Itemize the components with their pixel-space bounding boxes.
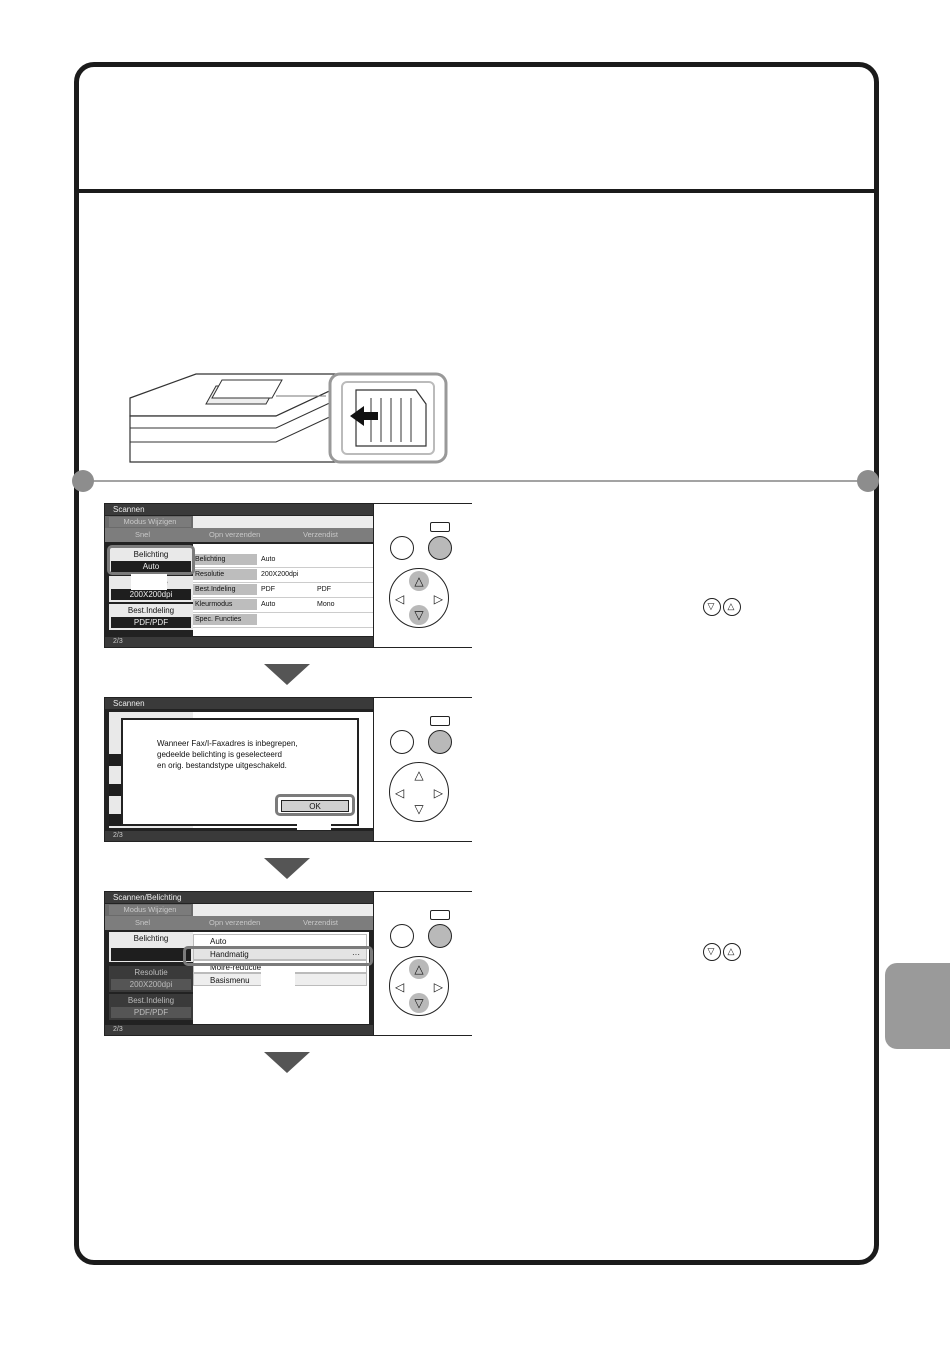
lcd-screen: Scannen/Belichting Modus Wijzigen Snel O… [105, 892, 373, 1035]
resolution-button[interactable]: Resolutie 200X200dpi [109, 966, 193, 992]
lcd-screen: Scannen Wanneer Fax/I-Faxadres is inbegr… [105, 698, 373, 841]
exposure-highlight [107, 545, 195, 575]
arrow-pad: △ ▽ ◁ ▷ [389, 568, 449, 628]
exposure-button[interactable]: Belichting Auto [109, 548, 193, 574]
send-list-tab[interactable]: Verzendist [303, 918, 339, 927]
flow-arrow-icon [264, 1052, 310, 1073]
left-arrow-icon[interactable]: ◁ [395, 786, 405, 800]
up-arrow-icon[interactable]: △ [414, 768, 424, 782]
lcd-header: Scannen [105, 504, 373, 515]
left-arrow-icon[interactable]: ◁ [395, 980, 405, 994]
lcd-header: Scannen [105, 698, 373, 709]
down-arrow-icon[interactable]: ▽ [409, 605, 429, 625]
send-list-tab[interactable]: Verzendist [303, 530, 339, 539]
down-arrow-icon[interactable]: ▽ [409, 993, 429, 1013]
dialog-message: Wanneer Fax/I-Faxadres is inbegrepen, ge… [157, 739, 298, 770]
file-format-button[interactable]: Best.Indeling PDF/PDF [109, 994, 193, 1020]
right-arrow-icon[interactable]: ▷ [433, 980, 443, 994]
ok-key[interactable] [428, 924, 452, 948]
title-rule [79, 189, 874, 193]
back-key[interactable] [390, 730, 414, 754]
down-arrow-icon: ▽ [703, 943, 721, 961]
panel-step-1: Scannen Modus Wijzigen Snel Opn verzende… [104, 503, 472, 648]
ok-key[interactable] [428, 730, 452, 754]
small-key[interactable] [430, 716, 450, 726]
down-arrow-icon[interactable]: ▽ [414, 802, 424, 816]
table-row: Spec. Functies [193, 612, 373, 628]
page-indicator: 2/3 [105, 831, 373, 841]
up-arrow-icon: △ [723, 598, 741, 616]
page-indicator: 2/3 [105, 1025, 373, 1035]
small-key[interactable] [430, 522, 450, 532]
exposure-button[interactable]: Belichting [109, 932, 193, 962]
right-arrow-icon[interactable]: ▷ [433, 592, 443, 606]
mode-change-tab[interactable]: Modus Wijzigen [109, 905, 191, 915]
back-key[interactable] [390, 924, 414, 948]
operation-keys: △ ▽ ◁ ▷ [373, 698, 472, 841]
operation-keys: △ ▽ ◁ ▷ [373, 892, 472, 1035]
up-arrow-icon[interactable]: △ [409, 959, 429, 979]
up-arrow-icon[interactable]: △ [409, 571, 429, 591]
scanner-illustration [129, 372, 448, 464]
quick-tab[interactable]: Snel [135, 918, 151, 927]
panel-step-2: Scannen Wanneer Fax/I-Faxadres is inbegr… [104, 697, 472, 842]
send-tab[interactable]: Opn verzenden [209, 530, 261, 539]
file-format-button[interactable]: Best.Indeling PDF/PDF [109, 604, 193, 630]
manual-highlight [183, 946, 373, 966]
operation-keys: △ ▽ ◁ ▷ [373, 504, 472, 647]
lcd-header: Scannen/Belichting [105, 892, 373, 903]
right-arrow-icon[interactable]: ▷ [433, 786, 443, 800]
flow-arrow-icon [264, 858, 310, 879]
callout-label-blank [297, 816, 331, 830]
callout-label-blank [131, 574, 167, 590]
warning-dialog: Wanneer Fax/I-Faxadres is inbegrepen, ge… [121, 718, 359, 826]
chapter-tab [885, 963, 950, 1049]
left-arrow-icon[interactable]: ◁ [395, 592, 405, 606]
send-tab[interactable]: Opn verzenden [209, 918, 261, 927]
ok-highlight [275, 794, 355, 816]
ok-button[interactable]: OK [281, 800, 349, 812]
step1-arrow-keys: ▽△ [703, 597, 743, 616]
page-frame [74, 62, 879, 1265]
lcd-screen: Scannen Modus Wijzigen Snel Opn verzende… [105, 504, 373, 647]
step-divider [82, 480, 869, 482]
callout-label-blank [261, 966, 295, 986]
small-key[interactable] [430, 910, 450, 920]
divider-dot-right [857, 470, 879, 492]
back-key[interactable] [390, 536, 414, 560]
down-arrow-icon: ▽ [703, 598, 721, 616]
up-arrow-icon: △ [723, 943, 741, 961]
mode-change-tab[interactable]: Modus Wijzigen [109, 517, 191, 527]
arrow-pad: △ ▽ ◁ ▷ [389, 956, 449, 1016]
arrow-pad: △ ▽ ◁ ▷ [389, 762, 449, 822]
quick-tab[interactable]: Snel [135, 530, 151, 539]
flow-arrow-icon [264, 664, 310, 685]
panel-step-3: Scannen/Belichting Modus Wijzigen Snel O… [104, 891, 472, 1036]
divider-dot-left [72, 470, 94, 492]
ok-key[interactable] [428, 536, 452, 560]
page-indicator: 2/3 [105, 637, 373, 647]
step3-arrow-keys: ▽△ [703, 942, 743, 961]
